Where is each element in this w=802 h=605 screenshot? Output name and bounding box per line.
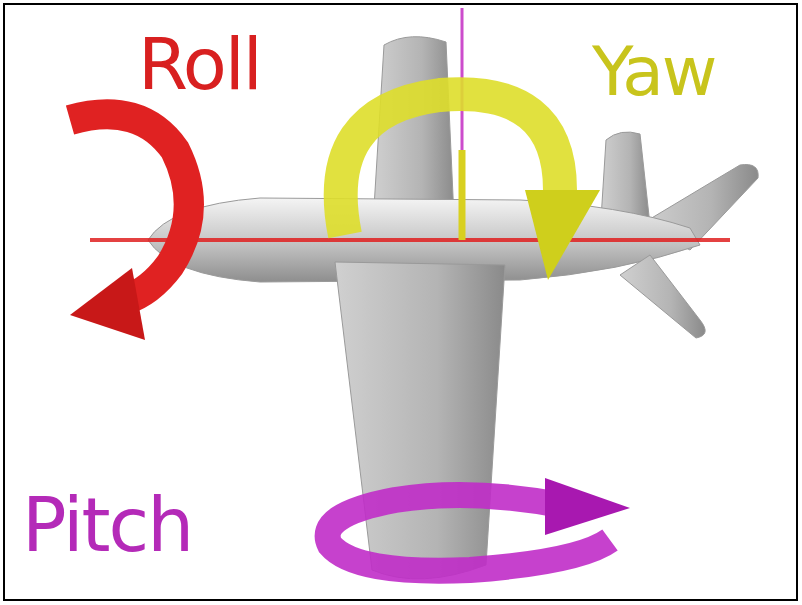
horizontal-tail <box>620 255 705 338</box>
yaw-axis <box>459 150 466 240</box>
yaw-arrow <box>341 94 560 235</box>
frame-border <box>4 4 797 600</box>
roll-arrowhead <box>70 268 145 340</box>
axis-label: Roll <box>138 28 261 100</box>
main-wing <box>335 262 505 579</box>
axis-label: Pitch <box>22 488 192 562</box>
pitch-arrowhead <box>545 478 630 535</box>
axis-label: Yaw <box>592 38 715 106</box>
yaw-arrowhead <box>525 190 600 280</box>
